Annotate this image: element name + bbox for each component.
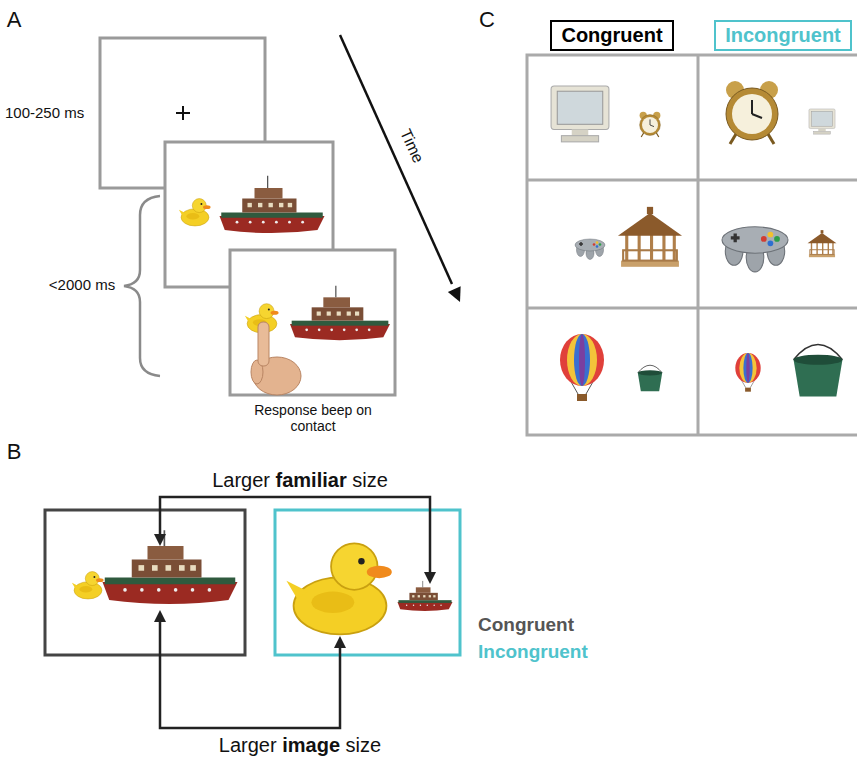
image-size-arrow (160, 622, 340, 728)
panel-letter: C (479, 7, 495, 32)
time-arrow (340, 35, 452, 284)
note-label: Response beep on contact (253, 402, 373, 434)
monitor-picture (809, 109, 835, 134)
incongruent-frame (275, 510, 460, 655)
clock-picture (640, 112, 661, 137)
boat-picture (220, 176, 325, 233)
legend-text: Congruent (478, 614, 574, 636)
duck-picture (72, 572, 104, 599)
column-header: Incongruent (714, 20, 852, 51)
arrow-head (424, 572, 436, 584)
clock-picture (726, 81, 778, 144)
axis-label: Time (395, 126, 426, 165)
duck-picture (179, 199, 211, 226)
header-text: Congruent (561, 24, 662, 47)
arrow-head (448, 286, 461, 302)
congruent-frame (45, 510, 245, 655)
duration-label: 100-250 ms (5, 104, 84, 121)
gazebo-picture (618, 207, 682, 267)
familiar-size-arrow (160, 497, 430, 572)
stimulus-grid (527, 55, 857, 435)
bucket-picture (794, 344, 843, 396)
panel-letter: B (7, 439, 22, 464)
balloon-picture (560, 334, 604, 401)
gazebo-picture (808, 230, 837, 257)
panel-letter: A (7, 7, 22, 32)
brace (124, 196, 160, 376)
duck-picture (286, 543, 391, 634)
duration-label: <2000 ms (49, 276, 115, 293)
boat-picture (290, 286, 390, 341)
controller-picture (722, 227, 788, 272)
controller-picture (575, 239, 605, 260)
legend-text: Incongruent (478, 641, 588, 663)
balloon-picture (735, 353, 760, 392)
screen-frame (230, 250, 395, 395)
header-text: Incongruent (725, 24, 841, 47)
fixation-cross (176, 106, 190, 120)
monitor-picture (551, 86, 609, 142)
column-header: Congruent (550, 20, 673, 51)
arrow-head (154, 610, 166, 622)
arrow-label: Larger image size (219, 734, 381, 757)
hand-picture (251, 322, 301, 395)
arrow-head (334, 636, 346, 648)
arrow-head (154, 534, 166, 546)
bucket-picture (638, 365, 662, 391)
boat-picture (398, 581, 453, 611)
arrow-label: Larger familiar size (212, 469, 388, 492)
boat-picture (103, 530, 238, 604)
